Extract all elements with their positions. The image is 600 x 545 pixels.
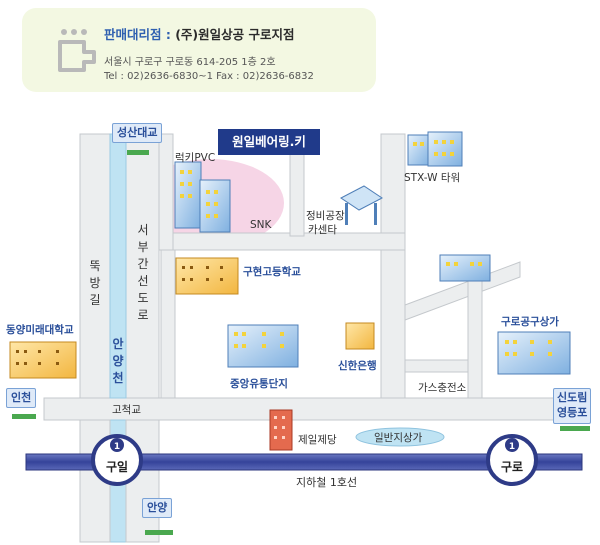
- label-guhyeon-school: 구현고등학교: [243, 266, 301, 278]
- label-gas-station: 가스충전소: [418, 382, 467, 394]
- road-vertical-mid: [160, 249, 176, 399]
- label-dongyang-univ: 동양미래대학교: [6, 324, 74, 336]
- company-label: 원일베어링.키: [218, 129, 320, 155]
- label-guro-mall: 구로공구상가: [501, 316, 559, 328]
- svg-text:1: 1: [509, 442, 515, 452]
- building-shinhan-bank: [345, 322, 375, 350]
- label-stx-tower: STX-W 타워: [404, 172, 461, 184]
- building-guhyeon-school: [175, 257, 239, 295]
- label-steel-mill: 제일제당: [298, 434, 337, 446]
- sign-seongsan-bridge: 성산대교: [112, 123, 163, 143]
- road-lower-right: [404, 359, 469, 373]
- label-dduk-bang: 뚝방길: [89, 259, 101, 307]
- road-upper-cross: [158, 232, 406, 251]
- underpass-marker: [355, 427, 445, 447]
- building-guro-mall: [497, 331, 571, 375]
- building-jungang: [227, 324, 299, 368]
- label-repair-2: 카센타: [308, 224, 337, 236]
- arrow-icon: [58, 29, 96, 72]
- label-snk: SNK: [250, 219, 272, 231]
- agency-title-label: 판매대리점 :: [104, 27, 171, 42]
- label-shinhan-bank: 신한은행: [338, 360, 377, 372]
- building-steel-mill: [269, 409, 293, 451]
- station-guil: [91, 434, 143, 486]
- road-left-short: [158, 133, 174, 251]
- label-jungang-complex: 중앙유통단지: [230, 378, 288, 390]
- label-anyang-stream: 안양천: [112, 337, 124, 385]
- sign-posts: [12, 150, 590, 535]
- building-lucky-pvc: [174, 161, 231, 233]
- station-guro: [486, 434, 538, 486]
- label-seobu-expressway: 서부간선도로: [137, 223, 149, 322]
- label-subway-line: 지하철 1호선: [296, 476, 358, 489]
- agency-title: 판매대리점 : (주)원일상공 구로지점: [104, 24, 295, 43]
- agency-address: 서울시 구로구 구로동 614-205 1층 2호: [104, 57, 276, 68]
- label-underpass: 일반지상가: [374, 432, 423, 444]
- building-stx-tower: [407, 131, 463, 167]
- sign-sindorim-line2: 영등포: [557, 406, 588, 419]
- sign-anyang: 안양: [142, 498, 173, 518]
- svg-text:1: 1: [114, 442, 120, 452]
- building-repair-shop: [340, 185, 383, 225]
- label-repair-1: 정비공장: [306, 210, 345, 222]
- building-east-mid: [439, 254, 491, 282]
- agency-name: (주)원일상공 구로지점: [175, 27, 295, 42]
- building-dongyang-univ: [9, 341, 77, 379]
- agency-info-box: [22, 8, 376, 92]
- label-lucky-pvc: 럭키PVC: [175, 152, 216, 164]
- agency-phone: Tel : 02)2636-6830~1 Fax : 02)2636-6832: [104, 71, 314, 82]
- sign-sindorim-line1: 신도림: [557, 391, 588, 404]
- sign-incheon: 인천: [6, 388, 37, 408]
- road-center-short: [289, 143, 305, 237]
- road-main-vertical: [380, 133, 406, 399]
- station-label-guil: 구일: [106, 460, 128, 474]
- sign-sindorim: 신도림 영등포: [553, 388, 592, 424]
- station-label-guro: 구로: [501, 460, 523, 474]
- subway-line-1: [25, 453, 583, 471]
- road-east: [467, 274, 483, 399]
- label-gocheok-bridge: 고척교: [112, 404, 141, 416]
